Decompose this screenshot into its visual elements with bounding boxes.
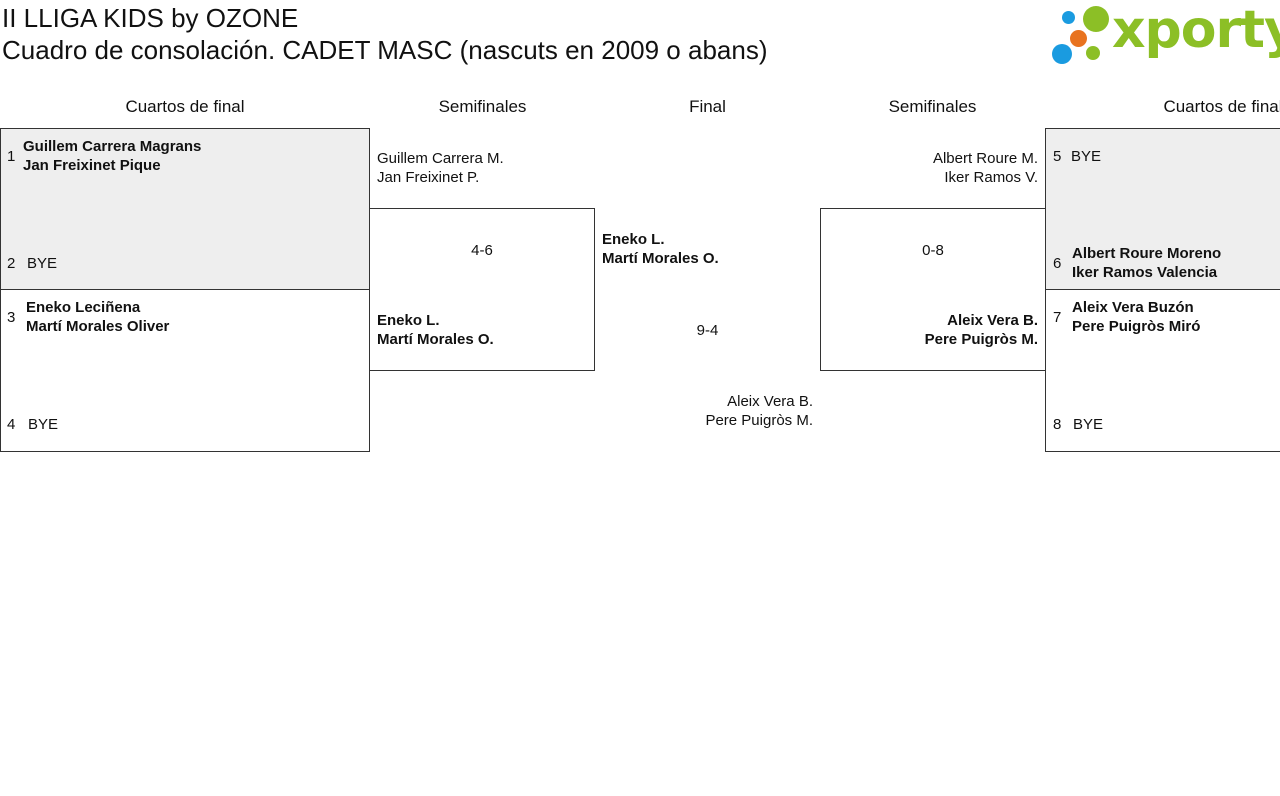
page-subtitle: Cuadro de consolación. CADET MASC (nascu…: [2, 35, 768, 65]
semi-player-name[interactable]: Jan Freixinet P.: [377, 169, 480, 186]
final-player-name[interactable]: Aleix Vera B.: [727, 393, 813, 410]
semi-player-name[interactable]: Aleix Vera B.: [947, 312, 1038, 329]
semi-player-name[interactable]: Martí Morales O.: [377, 331, 494, 348]
seed-number: 4: [7, 416, 16, 433]
bye-label: BYE: [27, 255, 58, 272]
match-box-q1[interactable]: 1 Guillem Carrera Magrans Jan Freixinet …: [0, 128, 370, 290]
semi-player-name[interactable]: Iker Ramos V.: [944, 169, 1038, 186]
final-player-name[interactable]: Martí Morales O.: [602, 250, 719, 267]
player-name[interactable]: Iker Ramos Valencia: [1072, 264, 1218, 281]
xporty-logo[interactable]: xporty: [1050, 0, 1280, 68]
semi-box-right[interactable]: 0-8 Aleix Vera B. Pere Puigròs M.: [820, 208, 1046, 371]
match-box-q3[interactable]: 5 BYE 6 Albert Roure Moreno Iker Ramos V…: [1045, 128, 1280, 290]
player-name[interactable]: Aleix Vera Buzón: [1072, 299, 1194, 316]
player-name[interactable]: Martí Morales Oliver: [26, 318, 170, 335]
semi-player-name[interactable]: Guillem Carrera M.: [377, 150, 504, 167]
semi-box-left[interactable]: 4-6 Eneko L. Martí Morales O.: [369, 208, 595, 371]
seed-number: 2: [7, 255, 16, 272]
match-box-q4[interactable]: 7 Aleix Vera Buzón Pere Puigròs Miró 8 B…: [1045, 289, 1280, 452]
seed-number: 6: [1053, 255, 1062, 272]
final-player-name[interactable]: Eneko L.: [602, 231, 665, 248]
logo-dot-orange: [1070, 30, 1087, 47]
page-title: II LLIGA KIDS by OZONE: [2, 3, 299, 33]
final-score: 9-4: [696, 322, 719, 339]
match-score: 4-6: [471, 242, 493, 259]
semi-player-name[interactable]: Albert Roure M.: [932, 150, 1038, 167]
semi-player-name[interactable]: Eneko L.: [377, 312, 440, 329]
logo-dot-blue: [1062, 11, 1075, 24]
player-name[interactable]: Pere Puigròs Miró: [1072, 318, 1201, 335]
player-name[interactable]: Albert Roure Moreno: [1072, 245, 1222, 262]
match-score: 0-8: [922, 242, 944, 259]
logo-dot-green: [1083, 6, 1109, 32]
heading-left-semis: Semifinales: [438, 97, 527, 116]
heading-right-semis: Semifinales: [888, 97, 977, 116]
match-box-q2[interactable]: 3 Eneko Leciñena Martí Morales Oliver 4 …: [0, 289, 370, 452]
logo-dot-blue-large: [1052, 44, 1072, 64]
bye-label: BYE: [28, 416, 59, 433]
player-name[interactable]: Guillem Carrera Magrans: [23, 138, 202, 155]
bye-label: BYE: [1073, 416, 1104, 433]
heading-final: Final: [689, 97, 726, 116]
logo-dot-green-small: [1086, 46, 1100, 60]
seed-number: 8: [1053, 416, 1062, 433]
player-name[interactable]: Jan Freixinet Pique: [23, 157, 161, 174]
bye-label: BYE: [1071, 148, 1102, 165]
seed-number: 5: [1053, 148, 1062, 165]
seed-number: 1: [7, 148, 16, 165]
seed-number: 7: [1053, 309, 1062, 326]
seed-number: 3: [7, 309, 16, 326]
semi-player-name[interactable]: Pere Puigròs M.: [924, 331, 1038, 348]
heading-right-quarters: Cuartos de final: [1163, 97, 1280, 116]
final-player-name[interactable]: Pere Puigròs M.: [705, 412, 813, 429]
logo-text: xporty: [1112, 0, 1280, 60]
player-name[interactable]: Eneko Leciñena: [26, 299, 141, 316]
heading-left-quarters: Cuartos de final: [125, 97, 245, 116]
